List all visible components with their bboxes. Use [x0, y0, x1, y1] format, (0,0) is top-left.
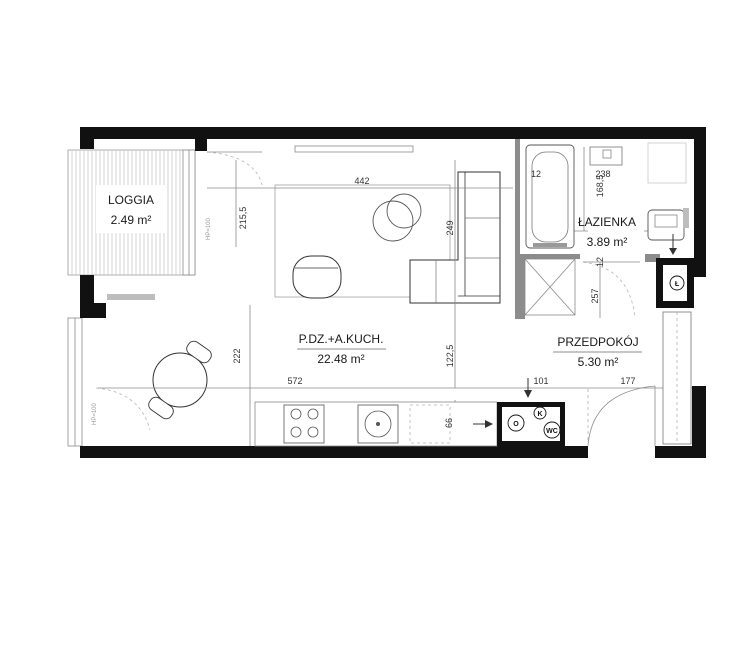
hp-label-2: HP=100: [92, 402, 98, 425]
left-pier: [80, 275, 94, 318]
bathroom-south-partition-a: [520, 254, 580, 259]
symbol-k: K: [537, 411, 542, 418]
bathroom-label-bg: [588, 206, 644, 250]
left-pier-step: [94, 303, 106, 318]
bathroom-west-partition: [515, 139, 520, 319]
living-window-swing: [95, 387, 151, 431]
riser-o: [507, 414, 525, 432]
radiator: [107, 294, 155, 300]
cooktop: [283, 404, 325, 444]
dim-12-a: 12: [531, 169, 541, 179]
dim-177: 177: [620, 376, 635, 386]
dining-table: [152, 352, 208, 408]
living-name: P.DZ.+A.KUCH.: [299, 332, 384, 346]
bathroom-south-partition-b: [645, 254, 660, 262]
top-left-pier: [195, 127, 207, 151]
left-windows: HP=100 HP=100: [67, 149, 212, 447]
doors: [95, 151, 656, 447]
tv-shelf: [294, 145, 414, 153]
bottom-wall: [80, 446, 588, 458]
loggia-door-swing: [206, 151, 263, 186]
symbol-l: Ł: [675, 281, 680, 288]
dim-442: 442: [354, 176, 369, 186]
bathroom-fixtures: PR: [525, 142, 689, 249]
kitchen: [254, 401, 498, 447]
symbol-wc: WC: [546, 428, 558, 435]
fridge-space: [409, 404, 451, 444]
hall-name: PRZEDPOKÓJ: [557, 334, 638, 349]
dim-168: 168,5: [595, 175, 605, 198]
shaft-partition: [520, 254, 525, 319]
coffee-table-a: [372, 200, 414, 242]
cabinet: [647, 142, 687, 184]
dim-66: 66: [444, 418, 454, 428]
dining-chair-1: [186, 340, 212, 364]
bathroom-area: 3.89 m²: [587, 235, 628, 249]
dim-122: 122,5: [445, 345, 455, 368]
top-wall: [80, 127, 706, 139]
dim-249: 249: [445, 220, 455, 235]
utility-box-okwc: O K WC: [473, 378, 565, 446]
partitions: [515, 139, 660, 319]
arrow-down-icon: [524, 390, 532, 398]
living-furniture: [107, 145, 501, 420]
bathtub-drain-strip: [533, 243, 567, 247]
symbol-o: O: [513, 421, 519, 428]
armchair: [292, 255, 342, 299]
bathtub-inner: [531, 151, 569, 243]
bathroom-door-swing: [582, 261, 636, 319]
dim-222: 222: [232, 348, 242, 363]
loggia-label-bg: [96, 185, 166, 233]
dimension-lines: [98, 147, 692, 446]
sofa: [409, 171, 501, 304]
bathroom-name: ŁAZIENKA: [578, 215, 636, 229]
exterior-walls: [80, 127, 706, 458]
loggia-name: LOGGIA: [108, 193, 154, 207]
riser-wc: [543, 421, 561, 439]
room-labels: ŁAZIENKA 3.89 m² P.DZ.+A.KUCH. 22.48 m² …: [297, 206, 644, 369]
hall-closet: [662, 311, 692, 445]
hp-label-1: HP=100: [206, 217, 212, 240]
right-wall-lower: [692, 386, 706, 458]
riser-k: [533, 406, 547, 420]
dim-12-b: 12: [595, 257, 605, 267]
dim-215: 215,5: [238, 207, 248, 230]
hall-area: 5.30 m²: [578, 355, 619, 369]
loggia-area: 2.49 m²: [111, 213, 152, 227]
dim-238: 238: [595, 169, 610, 179]
entrance-door-swing: [587, 385, 656, 447]
top-left-stub: [80, 127, 94, 149]
utility-box-l: Ł: [656, 234, 694, 308]
dimension-labels: 442 215,5 249 12 238 168,5 12 257 222 12…: [232, 169, 636, 428]
ventilation-shaft: [524, 258, 576, 316]
dim-257: 257: [590, 288, 600, 303]
dim-101: 101: [533, 376, 548, 386]
arrow-right-icon: [485, 420, 493, 428]
right-wall-upper: [694, 127, 706, 277]
loggia: LOGGIA 2.49 m²: [67, 149, 196, 276]
living-area: 22.48 m²: [317, 352, 364, 366]
dining-chair-2: [148, 396, 174, 420]
dim-572: 572: [287, 376, 302, 386]
arrow-down-icon: [669, 248, 677, 255]
coffee-table-b: [386, 193, 422, 229]
